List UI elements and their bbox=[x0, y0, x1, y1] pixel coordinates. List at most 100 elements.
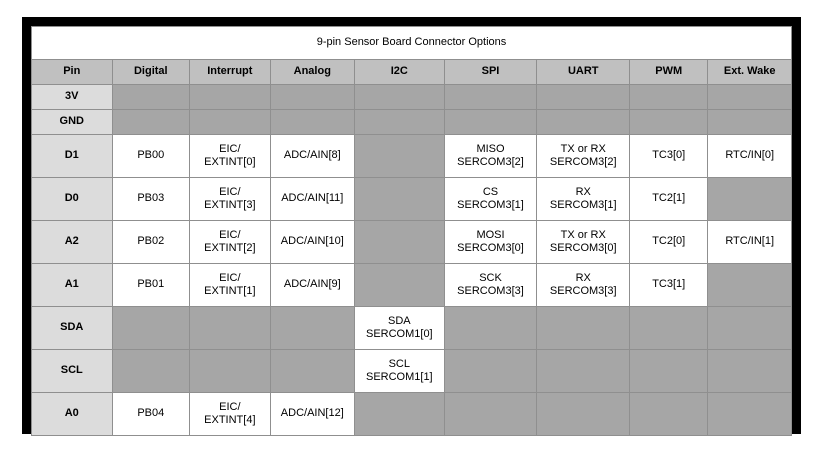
table-frame: 9-pin Sensor Board Connector Options Pin… bbox=[22, 17, 801, 436]
cell-extwake-empty bbox=[707, 263, 792, 307]
cell-line: TX or RX bbox=[560, 142, 606, 155]
cell-line: ADC/AIN[8] bbox=[283, 149, 341, 162]
table-title: 9-pin Sensor Board Connector Options bbox=[31, 26, 792, 60]
cell-digital-empty bbox=[111, 306, 191, 350]
cell-line: CS bbox=[482, 185, 499, 198]
title-row: 9-pin Sensor Board Connector Options bbox=[31, 26, 792, 60]
cell-extwake-empty bbox=[707, 306, 792, 350]
column-header-analog[interactable]: Analog bbox=[269, 59, 355, 85]
cell-line: EXTINT[3] bbox=[204, 199, 256, 211]
cell-extwake-empty bbox=[707, 84, 792, 110]
cell-pwm: TC3[1] bbox=[629, 263, 709, 307]
cell-line: RTC/IN[1] bbox=[725, 235, 775, 248]
cell-analog: ADC/AIN[11] bbox=[269, 177, 355, 221]
cell-line: SERCOM3[1] bbox=[457, 199, 524, 211]
cell-pwm-empty bbox=[629, 392, 709, 436]
cell-interrupt-empty bbox=[189, 84, 271, 110]
cell-interrupt: EIC/EXTINT[1] bbox=[189, 263, 271, 307]
cell-line: EIC/ bbox=[219, 400, 241, 413]
cell-digital: PB00 bbox=[111, 134, 191, 178]
pin-label-3v: 3V bbox=[31, 84, 113, 110]
cell-line: SCL bbox=[388, 357, 410, 370]
column-header-pwm[interactable]: PWM bbox=[629, 59, 709, 85]
cell-pwm: TC3[0] bbox=[629, 134, 709, 178]
cell-analog: ADC/AIN[10] bbox=[269, 220, 355, 264]
cell-line: EXTINT[2] bbox=[204, 242, 256, 254]
cell-uart-empty bbox=[536, 84, 631, 110]
cell-line: ADC/AIN[12] bbox=[280, 407, 344, 420]
cell-i2c-empty bbox=[353, 177, 445, 221]
pin-label-a0: A0 bbox=[31, 392, 113, 436]
cell-line: SCK bbox=[479, 271, 502, 284]
table-row: GND bbox=[31, 109, 792, 135]
cell-line: SERCOM1[1] bbox=[365, 371, 433, 383]
cell-line: RX bbox=[575, 271, 591, 284]
pin-label-sda: SDA bbox=[31, 306, 113, 350]
cell-extwake-empty bbox=[707, 392, 792, 436]
cell-pwm-empty bbox=[629, 84, 709, 110]
cell-i2c-empty bbox=[353, 220, 445, 264]
cell-line: ADC/AIN[10] bbox=[280, 235, 344, 248]
cell-spi-empty bbox=[443, 306, 538, 350]
cell-line: PB03 bbox=[137, 192, 165, 205]
cell-line: EIC/ bbox=[219, 271, 241, 284]
cell-line: SERCOM3[1] bbox=[549, 199, 617, 211]
cell-extwake-empty bbox=[707, 109, 792, 135]
pin-label-gnd: GND bbox=[31, 109, 113, 135]
cell-line: SERCOM3[3] bbox=[457, 285, 524, 297]
cell-i2c-empty bbox=[353, 392, 445, 436]
cell-uart-empty bbox=[536, 349, 631, 393]
table-row: 3V bbox=[31, 84, 792, 110]
cell-line: EXTINT[1] bbox=[204, 285, 256, 297]
pin-label-d1: D1 bbox=[31, 134, 113, 178]
cell-extwake: RTC/IN[0] bbox=[707, 134, 792, 178]
cell-line: SERCOM3[0] bbox=[457, 242, 524, 254]
cell-digital-empty bbox=[111, 109, 191, 135]
cell-spi-empty bbox=[443, 349, 538, 393]
cell-line: SDA bbox=[387, 314, 411, 327]
cell-line: TC3[1] bbox=[652, 278, 686, 291]
cell-line: MISO bbox=[476, 142, 505, 155]
cell-interrupt-empty bbox=[189, 306, 271, 350]
cell-i2c-empty bbox=[353, 134, 445, 178]
column-header-digital[interactable]: Digital bbox=[111, 59, 191, 85]
pin-label-scl: SCL bbox=[31, 349, 113, 393]
column-header-i2c[interactable]: I2C bbox=[353, 59, 445, 85]
cell-spi-empty bbox=[443, 392, 538, 436]
column-header-extwake[interactable]: Ext. Wake bbox=[707, 59, 792, 85]
cell-line: TX or RX bbox=[560, 228, 606, 241]
cell-line: PB00 bbox=[137, 149, 165, 162]
column-header-interrupt[interactable]: Interrupt bbox=[189, 59, 271, 85]
column-header-uart[interactable]: UART bbox=[536, 59, 631, 85]
cell-analog: ADC/AIN[9] bbox=[269, 263, 355, 307]
cell-line: SERCOM3[2] bbox=[457, 156, 524, 168]
cell-digital: PB03 bbox=[111, 177, 191, 221]
cell-digital: PB04 bbox=[111, 392, 191, 436]
cell-line: PB02 bbox=[137, 235, 165, 248]
cell-line: TC2[1] bbox=[652, 192, 686, 205]
cell-line: EIC/ bbox=[219, 228, 241, 241]
cell-interrupt-empty bbox=[189, 349, 271, 393]
column-header-pin[interactable]: Pin bbox=[31, 59, 113, 85]
cell-extwake: RTC/IN[1] bbox=[707, 220, 792, 264]
column-header-row: Pin Digital Interrupt Analog I2C SPI UAR… bbox=[31, 59, 792, 85]
cell-line: PB01 bbox=[137, 278, 165, 291]
pin-label-d0: D0 bbox=[31, 177, 113, 221]
cell-line: SERCOM3[2] bbox=[549, 156, 617, 168]
pin-label-a2: A2 bbox=[31, 220, 113, 264]
cell-spi-empty bbox=[443, 109, 538, 135]
column-header-spi[interactable]: SPI bbox=[443, 59, 538, 85]
cell-line: TC2[0] bbox=[652, 235, 686, 248]
